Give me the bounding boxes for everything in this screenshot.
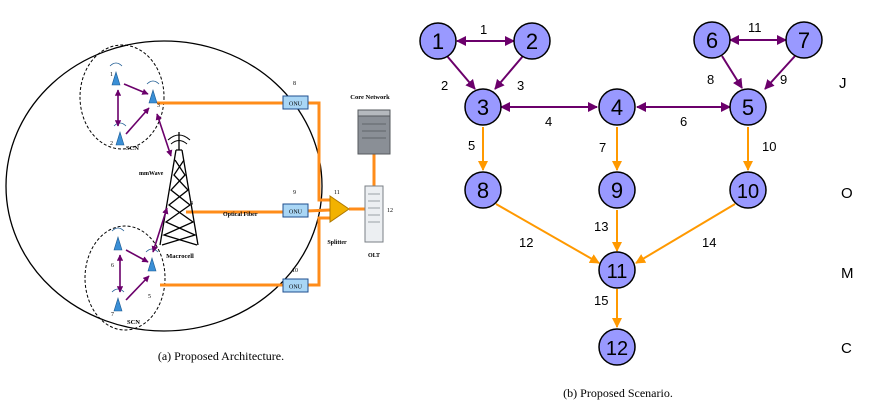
scn-bottom-cluster <box>84 225 166 331</box>
arch-number-6: 6 <box>111 263 114 269</box>
macro-coverage-ellipse <box>5 40 323 332</box>
arch-number-9: 9 <box>293 190 296 196</box>
node-label-5: 5 <box>742 95 754 120</box>
graph-node: 3 <box>464 88 502 126</box>
onu-box-2: ONU <box>282 203 309 218</box>
mmwave-label: mmWave <box>139 171 164 177</box>
arch-number-10: 10 <box>292 268 298 274</box>
graph-node: 2 <box>513 22 551 60</box>
olt-label: OLT <box>368 253 380 259</box>
edge-label: 3 <box>517 78 524 93</box>
edge-label: 5 <box>468 138 475 153</box>
node-label-1: 1 <box>432 29 444 54</box>
edge-label: 1 <box>480 22 487 37</box>
arch-number-4: 4 <box>190 201 193 207</box>
splitter-icon <box>329 195 350 223</box>
node-label-2: 2 <box>526 29 538 54</box>
graph-node: 6 <box>693 21 731 59</box>
graph-node: 10 <box>729 171 767 209</box>
scn-bottom-label: SCN <box>127 319 140 326</box>
edge-label: 14 <box>702 235 716 250</box>
arch-number-8: 8 <box>293 81 296 87</box>
onu-box-1: ONU <box>282 95 309 110</box>
onu-box-3: ONU <box>282 278 309 293</box>
onu-label-3: ONU <box>289 285 303 291</box>
graph-node: 11 <box>598 251 636 289</box>
orange-edges <box>478 127 753 328</box>
scn-top-cluster <box>79 44 165 150</box>
node-label-8: 8 <box>477 178 489 203</box>
onu-label-2: ONU <box>289 210 303 216</box>
edge-label: 4 <box>545 114 552 129</box>
scenario-graph: 1 2 3 4 5 6 7 8 <box>419 20 854 400</box>
graph-node: 9 <box>598 171 636 209</box>
caption-architecture: (a) Proposed Architecture. <box>158 349 284 363</box>
edge-label: 13 <box>594 219 608 234</box>
onu-label-1: ONU <box>289 102 303 108</box>
splitter-label: Splitter <box>327 240 347 246</box>
edge-label: 12 <box>519 235 533 250</box>
edge-label: 9 <box>780 72 787 87</box>
core-network-server-icon <box>357 109 391 155</box>
edge-label: 10 <box>762 139 776 154</box>
node-label-11: 11 <box>607 261 628 283</box>
olt-rack-icon <box>364 185 384 243</box>
macrocell-label: Macrocell <box>166 253 194 260</box>
antenna-icon <box>111 70 158 312</box>
graph-node: 1 <box>419 22 457 60</box>
mmwave-links <box>114 83 173 301</box>
node-label-7: 7 <box>798 28 810 53</box>
edge-label: 2 <box>441 78 448 93</box>
macrocell-tower-icon <box>159 132 199 246</box>
node-label-4: 4 <box>611 95 623 120</box>
row-label-c: C <box>841 340 852 357</box>
row-label-o: O <box>841 185 853 202</box>
node-label-6: 6 <box>706 28 718 53</box>
node-label-12: 12 <box>606 338 628 360</box>
edge-label: 7 <box>599 140 606 155</box>
edge-label: 8 <box>707 72 714 87</box>
edge-label: 11 <box>748 20 762 35</box>
graph-node: 7 <box>785 21 823 59</box>
edge-label: 6 <box>680 114 687 129</box>
graph-node: 4 <box>598 88 636 126</box>
graph-node: 5 <box>729 88 767 126</box>
optical-fiber-label: Optical Fiber <box>223 212 258 218</box>
node-label-3: 3 <box>477 95 489 120</box>
core-network-label: Core Network <box>350 94 390 101</box>
node-label-9: 9 <box>611 178 623 203</box>
graph-node: 12 <box>598 328 636 366</box>
row-label-j: J <box>839 75 847 92</box>
architecture-diagram: ONU ONU ONU Splitter Core Network <box>5 40 393 363</box>
arch-number-12: 12 <box>387 208 393 214</box>
row-label-m: M <box>841 265 854 282</box>
edge-label: 15 <box>594 293 608 308</box>
arch-number-2: 2 <box>110 141 113 147</box>
graph-node: 8 <box>464 171 502 209</box>
arch-number-5: 5 <box>148 294 151 300</box>
purple-edges <box>446 35 796 112</box>
node-label-10: 10 <box>737 181 759 203</box>
caption-scenario: (b) Proposed Scenario. <box>563 386 673 400</box>
arch-number-3: 3 <box>157 103 160 109</box>
arch-number-7: 7 <box>111 312 114 318</box>
scn-top-label: SCN <box>126 145 139 152</box>
arch-number-11: 11 <box>334 190 340 196</box>
arch-number-1: 1 <box>110 72 113 78</box>
